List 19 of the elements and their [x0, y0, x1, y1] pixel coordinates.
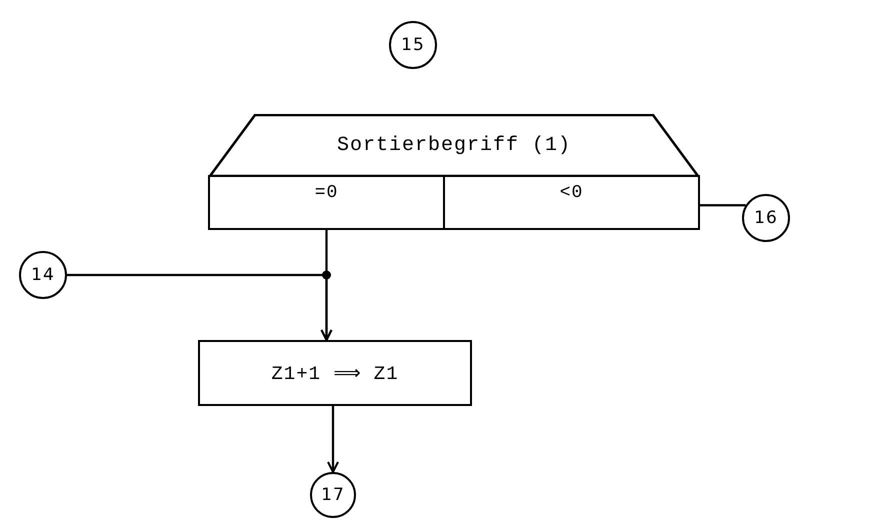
connector-circle — [19, 251, 67, 299]
connector-number: 16 — [754, 208, 778, 228]
branch-cell — [443, 175, 700, 230]
connector-circle — [389, 21, 437, 69]
arrow — [327, 406, 339, 473]
connector-line — [700, 204, 746, 206]
connector-circle — [310, 472, 356, 518]
process-box — [198, 340, 472, 406]
decision-block — [208, 114, 700, 177]
condition-text: Sortierbegriff (1) — [336, 134, 572, 157]
connector-number: 17 — [321, 485, 345, 505]
branch-cell — [208, 175, 445, 230]
process-text: Z1+1 ⟹ Z1 — [271, 362, 399, 385]
connector-number: 15 — [401, 35, 425, 55]
branch-label: =0 — [314, 183, 338, 203]
arrow — [67, 274, 332, 341]
connector-circle — [742, 194, 790, 242]
branch-label: <0 — [560, 183, 584, 203]
connector-number: 14 — [31, 265, 55, 285]
